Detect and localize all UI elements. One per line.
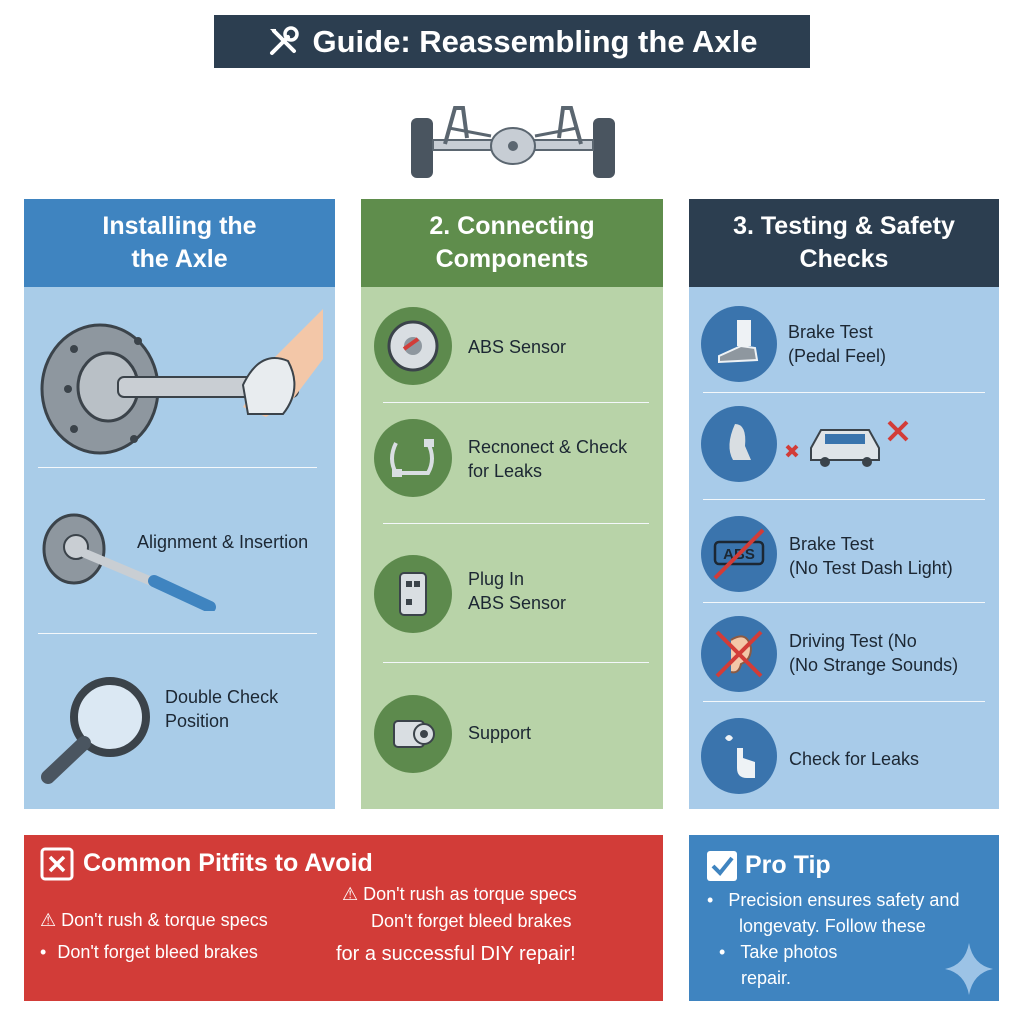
brake-line-icon	[374, 419, 452, 497]
axle-illustration	[411, 106, 615, 178]
abs-sensor-icon	[374, 307, 452, 385]
car-no-pull-icon	[785, 420, 909, 467]
column-installing: Installing the the Axle Alignment & Inse…	[24, 199, 335, 809]
item-label-abs-sensor: ABS Sensor	[468, 337, 567, 357]
divider	[38, 467, 317, 468]
sparkle-icon	[945, 943, 993, 995]
bullet: •	[707, 890, 714, 910]
tip-line: • Take photos	[719, 942, 838, 962]
axle-shaft-alignment-icon	[42, 513, 216, 611]
item-label-reconnect: Recnonect & Check for Leaks	[468, 437, 628, 481]
column-testing: 3. Testing & Safety Checks Brake Test (P…	[689, 199, 999, 809]
item-label-double-check: Double Check Position	[165, 687, 279, 731]
column-connecting: 2. Connecting Components ABS Sensor Recn…	[361, 199, 663, 809]
column-heading: 3. Testing & Safety Checks	[689, 199, 999, 287]
wrench-screwdriver-icon	[270, 25, 300, 55]
brake-pedal-foot-icon	[701, 306, 777, 382]
pitfall-line: for a successful DIY repair!	[336, 943, 576, 965]
tip-line: • Precision ensures safety and	[707, 890, 960, 910]
pitfalls-panel: Common Pitfits to Avoid ⚠ Don't rush & t…	[24, 835, 663, 1001]
pro-tip-panel: Pro Tip • Precision ensures safety and l…	[689, 835, 999, 1001]
pro-tip-title: Pro Tip	[745, 851, 831, 879]
item-label-dash-light: Brake Test (No Test Dash Light)	[789, 534, 953, 578]
pitfall-line: ⚠ Don't rush as torque specs	[342, 884, 577, 904]
divider	[703, 602, 985, 603]
item-label-support: Support	[468, 723, 532, 743]
magnifying-glass-icon	[41, 677, 150, 784]
ear-no-sound-icon	[701, 616, 777, 692]
pitfall-line: • Don't forget bleed brakes	[40, 942, 258, 962]
tip-line: repair.	[741, 968, 792, 988]
divider	[703, 701, 985, 702]
axle-support-icon	[374, 695, 452, 773]
connector-plug-icon	[374, 555, 452, 633]
divider	[383, 662, 649, 663]
checkbox-icon	[707, 851, 737, 881]
close-box-icon	[40, 847, 74, 881]
column-heading: Installing the the Axle	[24, 199, 335, 287]
title-banner: Guide: Reassembling the Axle	[214, 15, 810, 68]
finger-drip-icon	[701, 718, 777, 794]
divider	[383, 523, 649, 524]
divider	[383, 402, 649, 403]
warning-icon: ⚠	[342, 884, 359, 904]
column-heading: 2. Connecting Components	[361, 199, 663, 287]
item-label-brake-pedal: Brake Test (Pedal Feel)	[788, 322, 887, 366]
pitfall-line: Don't forget bleed brakes	[371, 911, 572, 931]
seat-icon	[701, 406, 777, 482]
abs-light-off-icon: ABS	[701, 516, 777, 592]
divider	[38, 633, 317, 634]
warning-icon: ⚠	[40, 910, 57, 930]
item-label-driving-test: Driving Test (No (No Strange Sounds)	[789, 631, 959, 675]
divider	[703, 499, 985, 500]
item-label-check-leaks: Check for Leaks	[789, 749, 920, 769]
item-label-alignment: Alignment & Insertion	[137, 532, 309, 552]
pitfalls-title: Common Pitfits to Avoid	[83, 849, 373, 877]
item-label-plug-in: Plug In ABS Sensor	[468, 569, 567, 613]
bullet: •	[719, 942, 726, 962]
page-title: Guide: Reassembling the Axle	[312, 23, 758, 59]
pitfall-line: ⚠ Don't rush & torque specs	[40, 910, 268, 930]
hub-axle-install-illustration	[40, 309, 323, 455]
bullet: •	[40, 942, 47, 962]
divider	[703, 392, 985, 393]
tip-line: longevaty. Follow these	[739, 916, 926, 936]
